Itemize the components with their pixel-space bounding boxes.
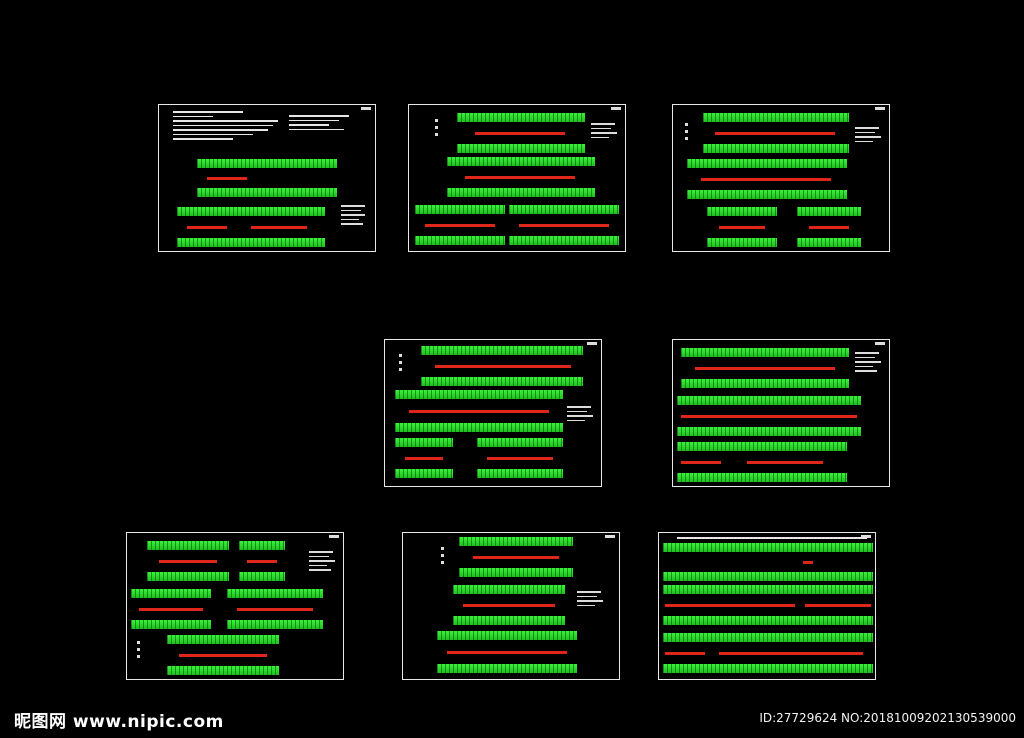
general-notes-text-right — [289, 115, 359, 133]
plan-band — [239, 541, 285, 581]
plan-band — [395, 390, 563, 432]
section-label — [441, 547, 444, 568]
watermark-brand: 昵图网 www.nipic.com — [14, 712, 224, 732]
plan-band — [663, 585, 873, 625]
plan-band — [663, 633, 873, 673]
sheet-title-tag — [861, 535, 871, 538]
sheet-title-tag — [605, 535, 615, 538]
legend-notes — [855, 352, 885, 375]
drawing-sheet-4[interactable] — [384, 339, 602, 487]
drawing-sheet-8[interactable] — [658, 532, 876, 680]
drawing-sheet-2[interactable] — [408, 104, 626, 252]
plan-band — [459, 537, 573, 577]
plan-band — [677, 442, 847, 482]
plan-band — [797, 207, 861, 247]
section-label — [399, 354, 402, 375]
legend-notes — [567, 406, 597, 424]
plan-band — [227, 589, 323, 629]
plan-band — [147, 541, 229, 581]
plan-band — [177, 207, 325, 247]
plan-band — [395, 438, 453, 478]
plan-band — [687, 159, 847, 199]
legend-notes — [309, 551, 339, 574]
plan-band — [707, 207, 777, 247]
sheet-title-tag — [875, 342, 885, 345]
plan-band — [453, 585, 565, 625]
section-label — [137, 641, 140, 662]
drawing-sheet-3[interactable] — [672, 104, 890, 252]
drawing-sheet-1[interactable] — [158, 104, 376, 252]
plan-band — [197, 159, 337, 197]
plan-band — [421, 346, 583, 386]
plan-band — [703, 113, 849, 153]
legend-notes — [341, 205, 369, 228]
sheet-title-tag — [875, 107, 885, 110]
plan-band — [663, 543, 873, 581]
image-id-label: ID:27729624 NO:20181009202130539000 — [759, 711, 1016, 725]
plan-band — [477, 438, 563, 478]
legend-notes — [855, 127, 885, 145]
plan-band — [131, 589, 211, 629]
plan-band — [437, 631, 577, 673]
plan-band — [509, 205, 619, 245]
sheet-title-tag — [611, 107, 621, 110]
sheet-title-tag — [329, 535, 339, 538]
drawing-sheet-6[interactable] — [126, 532, 344, 680]
sheet-title-tag — [361, 107, 371, 110]
section-label — [435, 119, 438, 140]
sheet-title-tag — [587, 342, 597, 345]
drawing-sheet-5[interactable] — [672, 339, 890, 487]
sheet-header-text — [677, 537, 867, 542]
plan-band — [677, 396, 861, 436]
plan-band — [167, 635, 279, 675]
plan-band — [681, 348, 849, 388]
plan-band — [457, 113, 585, 153]
drawing-sheet-7[interactable] — [402, 532, 620, 680]
legend-notes — [577, 591, 607, 609]
plan-band — [447, 157, 595, 197]
plan-band — [415, 205, 505, 245]
general-notes-text — [173, 111, 283, 143]
legend-notes — [591, 123, 621, 141]
section-label — [685, 123, 688, 144]
